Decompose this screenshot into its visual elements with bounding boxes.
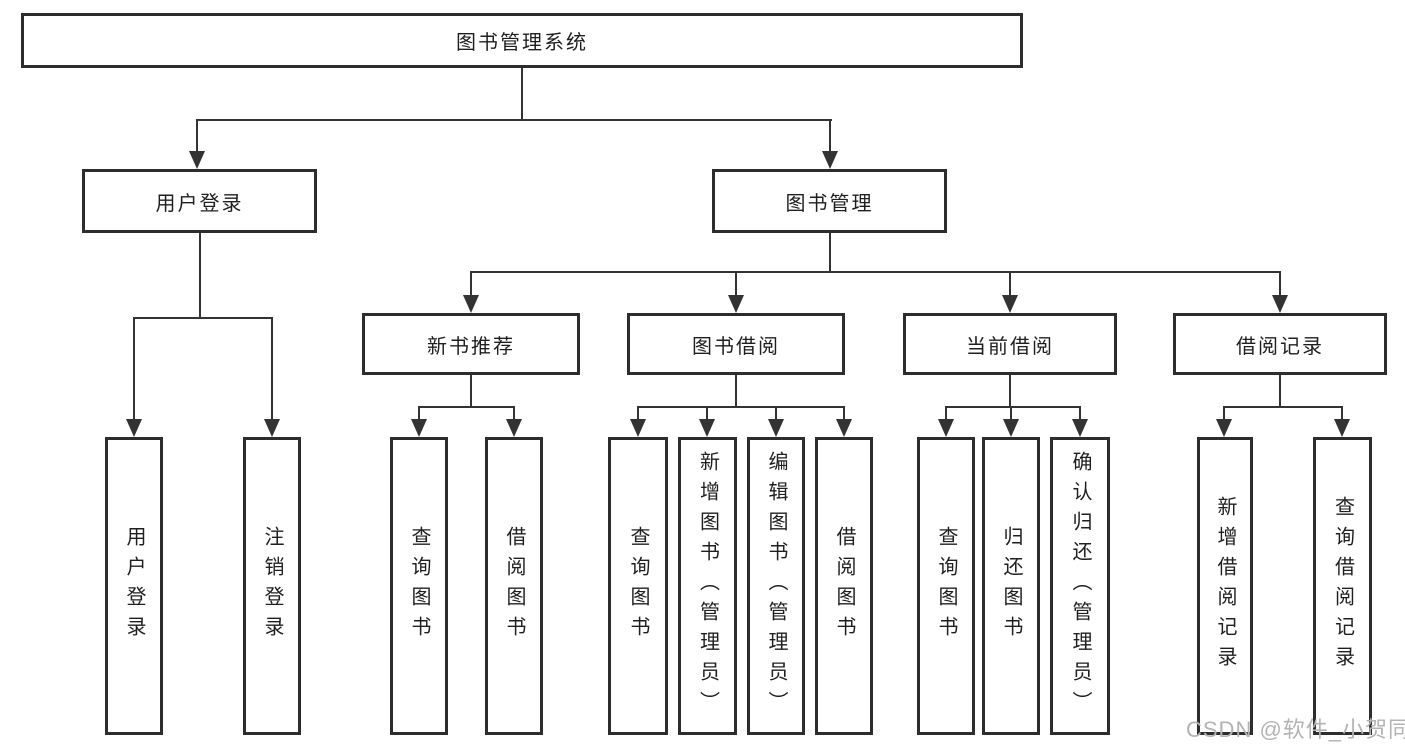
connector-arrow xyxy=(836,406,852,437)
node-new-book-recommend: 新书推荐 xyxy=(362,313,580,375)
leaf-logout: 注销登录 xyxy=(243,437,301,735)
connector-line xyxy=(735,375,737,408)
connector-arrow xyxy=(1072,406,1088,437)
connector-line xyxy=(418,406,515,408)
leaf-query-books-recommend: 查询图书 xyxy=(390,437,448,735)
leaf-label: 编辑图书（管理员） xyxy=(765,451,787,721)
connector-arrow xyxy=(411,406,427,437)
leaf-borrow-books: 借阅图书 xyxy=(815,437,873,735)
connector-arrow xyxy=(768,406,784,437)
leaf-label: 查询借阅记录 xyxy=(1331,496,1354,676)
connector-arrow xyxy=(1003,406,1019,437)
leaf-label: 查询图书 xyxy=(935,526,957,646)
connector-arrow xyxy=(822,119,838,169)
node-current-borrow: 当前借阅 xyxy=(903,313,1117,375)
leaf-query-borrow-record: 查询借阅记录 xyxy=(1313,437,1372,735)
connector-line xyxy=(1223,406,1343,408)
leaf-label: 查询图书 xyxy=(627,526,649,646)
leaf-label: 注销登录 xyxy=(261,526,283,646)
leaf-label: 确认归还（管理员） xyxy=(1069,451,1091,721)
connector-line xyxy=(1009,375,1011,408)
leaf-add-book-admin: 新增图书（管理员） xyxy=(678,437,737,735)
connector-line xyxy=(945,406,1081,408)
connector-arrow xyxy=(126,317,142,437)
leaf-edit-book-admin: 编辑图书（管理员） xyxy=(747,437,805,735)
leaf-label: 新增借阅记录 xyxy=(1214,496,1236,676)
leaf-user-login: 用户登录 xyxy=(105,437,163,735)
connector-arrow xyxy=(463,271,479,313)
connector-line xyxy=(521,66,523,121)
node-root: 图书管理系统 xyxy=(21,13,1023,68)
connector-arrow xyxy=(264,317,280,437)
connector-arrow xyxy=(1002,271,1018,313)
leaf-borrow-books-recommend: 借阅图书 xyxy=(485,437,543,735)
connector-line xyxy=(196,119,832,121)
leaf-label: 用户登录 xyxy=(123,526,145,646)
connector-line xyxy=(470,375,472,408)
connector-arrow xyxy=(1216,406,1232,437)
node-book-borrow: 图书借阅 xyxy=(627,313,845,375)
leaf-confirm-return-admin: 确认归还（管理员） xyxy=(1050,437,1110,735)
node-label: 用户登录 xyxy=(155,192,244,215)
watermark: CSDN @软件_小贺同学 xyxy=(1186,717,1405,742)
node-label: 借阅记录 xyxy=(1236,335,1324,358)
connector-line xyxy=(1279,375,1281,408)
leaf-label: 借阅图书 xyxy=(503,526,525,646)
node-user-login: 用户登录 xyxy=(82,169,317,233)
connector-arrow xyxy=(728,271,744,313)
leaf-query-books-borrow: 查询图书 xyxy=(608,437,668,735)
leaf-label: 归还图书 xyxy=(1000,526,1022,646)
connector-arrow xyxy=(938,406,954,437)
connector-arrow xyxy=(506,406,522,437)
connector-line xyxy=(133,317,273,319)
leaf-query-books-current: 查询图书 xyxy=(917,437,975,735)
node-label: 图书管理 xyxy=(785,192,874,215)
node-label: 新书推荐 xyxy=(427,335,515,358)
leaf-return-book: 归还图书 xyxy=(982,437,1040,735)
connector-arrow xyxy=(189,119,205,169)
node-borrow-records: 借阅记录 xyxy=(1173,313,1387,375)
node-label: 当前借阅 xyxy=(966,335,1054,358)
connector-arrow xyxy=(699,406,715,437)
node-book-management: 图书管理 xyxy=(712,169,947,233)
connector-line xyxy=(470,271,1281,273)
node-label: 图书管理系统 xyxy=(456,32,588,54)
node-label: 图书借阅 xyxy=(692,335,780,358)
connector-line xyxy=(199,233,201,319)
leaf-add-borrow-record: 新增借阅记录 xyxy=(1197,437,1253,735)
connector-arrow xyxy=(1272,271,1288,313)
connector-arrow xyxy=(1334,406,1350,437)
connector-arrow xyxy=(630,406,646,437)
connector-line xyxy=(829,233,831,273)
connector-line xyxy=(637,406,844,408)
leaf-label: 新增图书（管理员） xyxy=(696,451,719,721)
leaf-label: 借阅图书 xyxy=(833,526,855,646)
leaf-label: 查询图书 xyxy=(408,526,430,646)
